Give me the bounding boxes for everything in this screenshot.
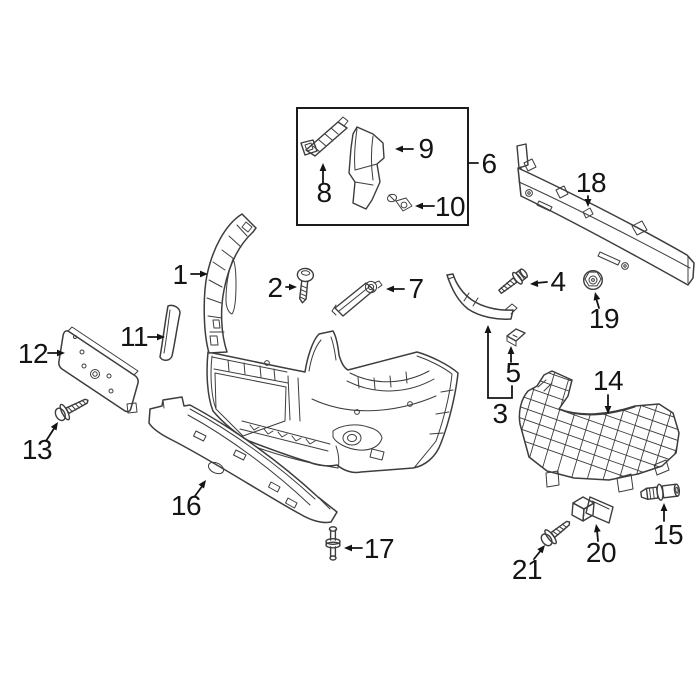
part-corner-bracket bbox=[348, 126, 385, 210]
part-upper-rail-bracket bbox=[300, 116, 349, 157]
callout-7: 7 bbox=[386, 273, 424, 304]
side-support-feet bbox=[545, 459, 670, 493]
callout-14: 14 bbox=[593, 365, 624, 414]
callout-20-label: 20 bbox=[586, 537, 616, 568]
callout-12: 12 bbox=[18, 338, 65, 369]
corner-mount-ribs bbox=[206, 221, 253, 346]
part-small-clip bbox=[506, 328, 526, 347]
part-lower-deflector bbox=[148, 396, 338, 524]
callout-14-label: 14 bbox=[593, 365, 623, 396]
callout-8-label: 8 bbox=[316, 177, 331, 208]
bumper-headlamp-pocket bbox=[308, 336, 337, 372]
fog-lamp-circle bbox=[342, 430, 362, 446]
inset-box-frame bbox=[296, 107, 469, 226]
callout-9-label: 9 bbox=[418, 133, 433, 164]
callout-15: 15 bbox=[653, 503, 684, 550]
callout-12-label: 12 bbox=[18, 338, 48, 369]
part-bracket-screw bbox=[540, 520, 571, 547]
callout-4: 4 bbox=[530, 266, 566, 297]
callout-18-label: 18 bbox=[576, 167, 606, 198]
callout-5: 5 bbox=[505, 346, 521, 388]
callout-3-label: 3 bbox=[492, 398, 507, 429]
callout-13-label: 13 bbox=[22, 434, 52, 465]
callout-3: 3 bbox=[484, 325, 513, 429]
callout-5-label: 5 bbox=[505, 357, 520, 388]
bumper-grille-details bbox=[211, 356, 331, 452]
part-plate-screw bbox=[54, 398, 89, 422]
callout-16-label: 16 bbox=[171, 490, 201, 521]
callout-10-label: 10 bbox=[435, 191, 465, 222]
part-front-bumper-cover bbox=[206, 330, 459, 474]
callout-21-label: 21 bbox=[512, 554, 542, 585]
bumper-sensors bbox=[264, 360, 413, 415]
part-side-rail-bracket bbox=[331, 280, 383, 317]
callout-17: 17 bbox=[344, 533, 395, 564]
part-grommet-clip bbox=[386, 193, 413, 212]
bumper-fog-lamp bbox=[332, 424, 385, 461]
callout-18: 18 bbox=[576, 167, 607, 207]
callout-13: 13 bbox=[22, 422, 58, 465]
callout-11: 11 bbox=[120, 321, 165, 352]
part-pin-clip bbox=[325, 526, 341, 561]
callouts: 1 2 3 4 5 6 7 bbox=[18, 133, 684, 585]
callout-2: 2 bbox=[267, 272, 297, 303]
callout-7-label: 7 bbox=[408, 273, 423, 304]
part-push-pin bbox=[640, 483, 681, 501]
bumper-face-creases bbox=[311, 370, 437, 412]
callout-4-label: 4 bbox=[550, 266, 565, 297]
callout-10: 10 bbox=[415, 191, 466, 222]
callout-19: 19 bbox=[589, 292, 620, 334]
part-flange-nut bbox=[583, 270, 604, 291]
callout-1: 1 bbox=[172, 259, 208, 290]
part-license-plate-bracket bbox=[58, 326, 139, 414]
part-curved-bracket bbox=[446, 273, 518, 320]
plate-bracket-holes bbox=[73, 335, 114, 394]
part-side-support-grid bbox=[518, 370, 680, 493]
callout-1-label: 1 bbox=[172, 259, 187, 290]
bumper-right-corner bbox=[413, 355, 454, 469]
callout-16: 16 bbox=[171, 480, 206, 521]
callout-19-label: 19 bbox=[589, 303, 619, 334]
callout-2-label: 2 bbox=[267, 272, 282, 303]
inset-box bbox=[296, 107, 469, 226]
part-bolt-4 bbox=[498, 268, 528, 295]
part-impact-bar bbox=[516, 143, 695, 286]
part-screw-2 bbox=[296, 267, 315, 304]
callout-9: 9 bbox=[395, 133, 434, 164]
callout-15-label: 15 bbox=[653, 519, 683, 550]
impact-bar-tabs bbox=[523, 158, 648, 236]
callout-17-label: 17 bbox=[364, 533, 394, 564]
part-lower-bracket bbox=[571, 496, 614, 524]
callout-6-label: 6 bbox=[481, 148, 496, 179]
callout-6: 6 bbox=[467, 148, 497, 179]
deflector-slots bbox=[193, 430, 298, 509]
part-trim-cap bbox=[159, 304, 181, 361]
part-front-bumper-corner-mount bbox=[203, 213, 257, 354]
callout-8: 8 bbox=[316, 163, 332, 208]
callout-11-label: 11 bbox=[120, 321, 148, 352]
corner-mount-outline bbox=[203, 213, 257, 354]
callout-20: 20 bbox=[586, 524, 617, 568]
impact-bar-slots bbox=[525, 189, 629, 270]
callout-21: 21 bbox=[512, 545, 545, 585]
